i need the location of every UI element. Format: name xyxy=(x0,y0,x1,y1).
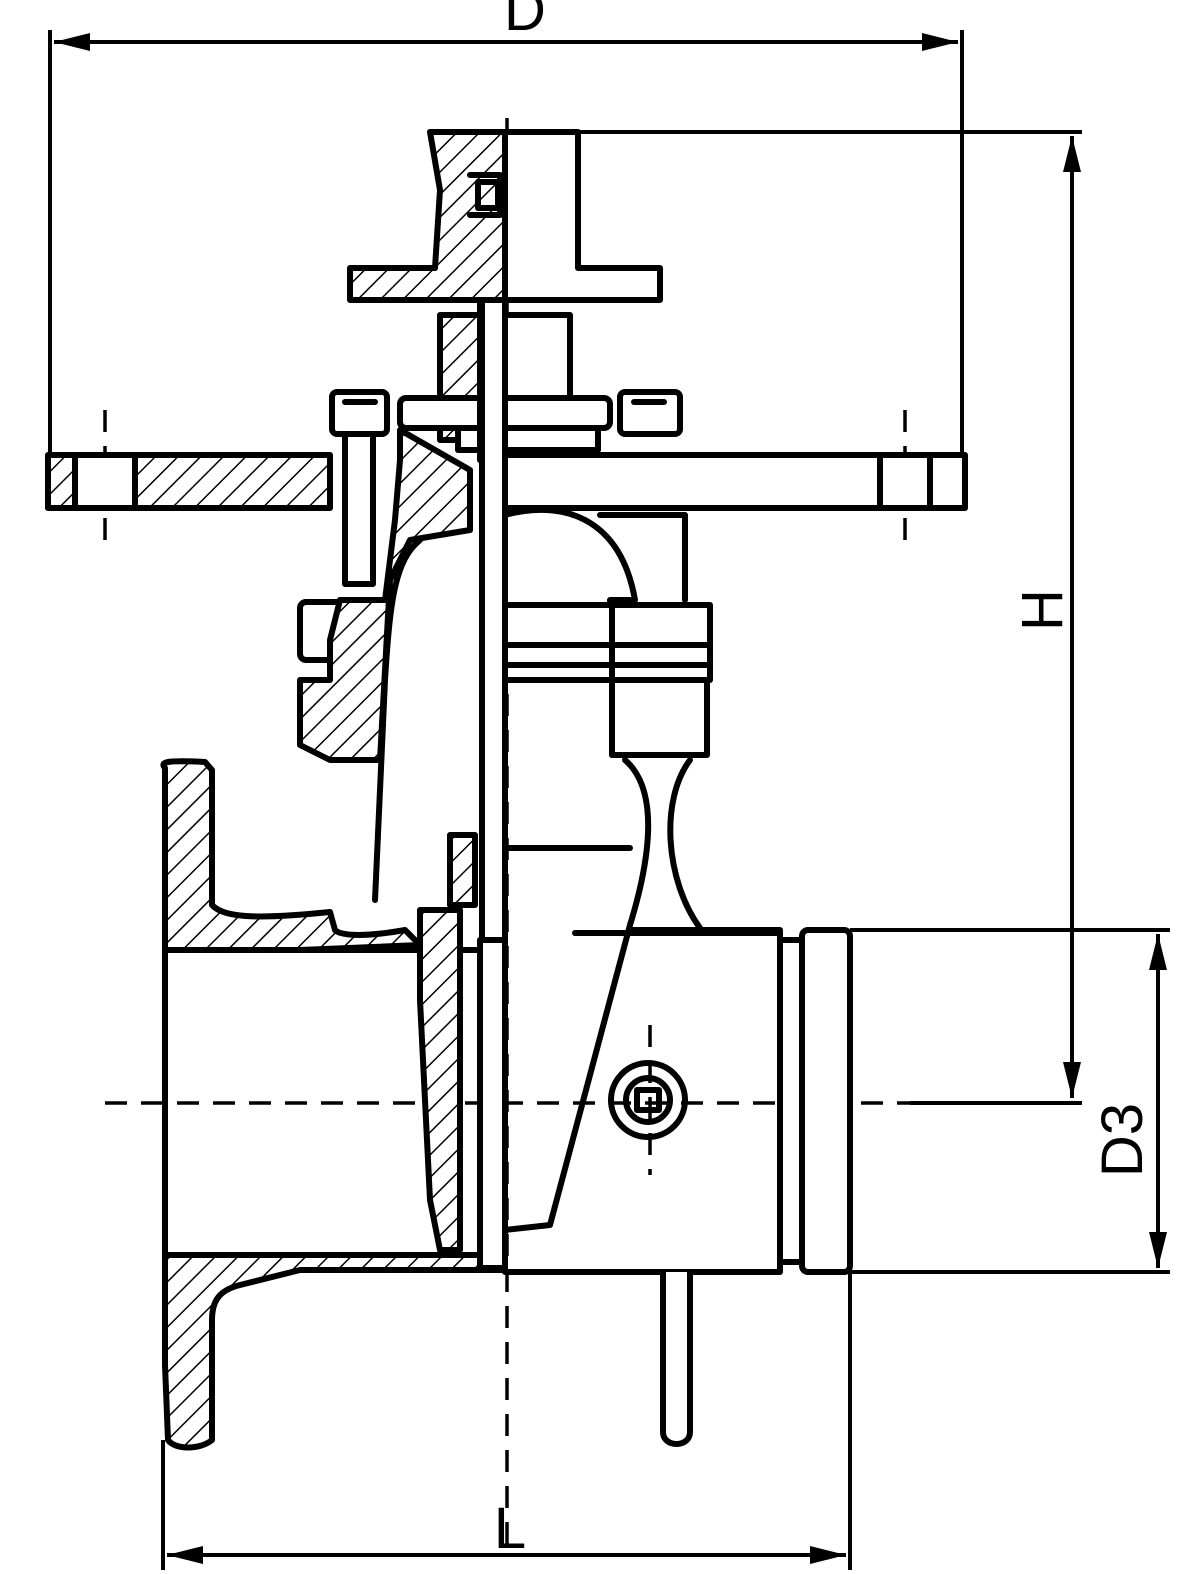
dimension-h: H xyxy=(580,130,1082,1105)
valve-body xyxy=(417,510,783,1275)
dimension-l-label: L xyxy=(494,1496,526,1561)
mounting-plate xyxy=(45,452,968,511)
gate-wedge xyxy=(502,602,713,931)
inlet-flange xyxy=(160,758,508,1451)
support-leg xyxy=(660,1272,693,1447)
dimension-d3: D3 xyxy=(850,928,1170,1274)
dimension-h-label: H xyxy=(1010,589,1075,631)
dimension-d3-label: D3 xyxy=(1090,1103,1155,1177)
dimension-d-label: D xyxy=(504,0,546,43)
outlet-spigot xyxy=(777,927,853,1275)
bonnet-body xyxy=(297,427,688,903)
dimension-d: D xyxy=(48,0,964,455)
position-indicator xyxy=(608,1060,688,1140)
operating-cap xyxy=(347,129,663,303)
dimension-l: L xyxy=(161,1272,852,1570)
valve-stem xyxy=(479,297,508,943)
